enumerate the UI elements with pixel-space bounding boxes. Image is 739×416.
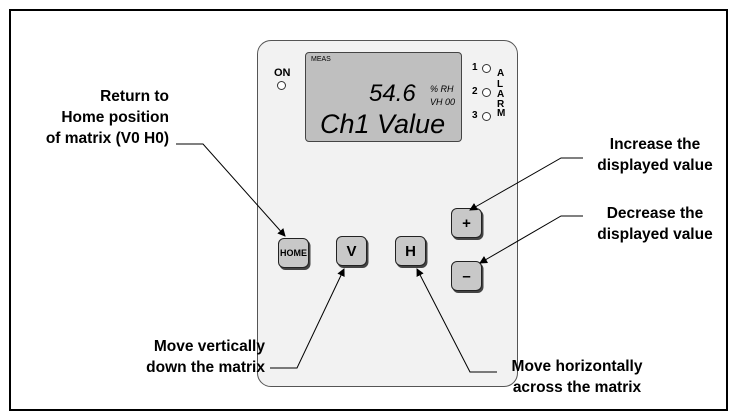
alarm-1-label: 1 [472, 62, 478, 73]
decrease-callout: Decrease the displayed value [585, 203, 725, 245]
callout-line-text: down the matrix [146, 359, 265, 376]
alarm-letter: R [497, 99, 505, 110]
v-button[interactable]: V [336, 236, 367, 266]
increase-callout-line [469, 157, 583, 211]
callout-line-text: of matrix (V0 H0) [45, 130, 169, 147]
lcd-value: 54.6 [369, 80, 416, 107]
decrease-callout-line [479, 215, 583, 264]
callout-line-text: displayed value [597, 226, 713, 243]
alarm-2-label: 2 [472, 86, 478, 97]
alarm-letter: A [497, 68, 505, 79]
on-led-icon [277, 81, 286, 90]
minus-button[interactable]: – [451, 261, 482, 291]
callout-line-text: across the matrix [512, 379, 642, 396]
callout-line-text: Move vertically [153, 338, 265, 355]
h-button[interactable]: H [395, 236, 426, 266]
home-callout: Return to Home position of matrix (V0 H0… [46, 86, 169, 149]
alarm-letter: M [497, 108, 506, 119]
on-label: ON [274, 67, 291, 79]
home-button[interactable]: HOME [278, 238, 309, 268]
horizontal-callout: Move horizontally across the matrix [497, 356, 657, 398]
horizontal-callout-line [416, 268, 497, 373]
vertical-callout: Move vertically down the matrix [146, 336, 265, 378]
lcd-matrix-position: VH 00 [430, 97, 456, 107]
alarm-3-label: 3 [472, 110, 478, 121]
callout-line-text: Increase the [609, 136, 701, 153]
v-button-label: V [346, 242, 357, 260]
plus-button-label: + [462, 214, 471, 232]
callout-line-text: displayed value [597, 157, 713, 174]
h-button-label: H [405, 242, 416, 260]
callout-line-text: Return to [100, 88, 169, 105]
lcd-unit: % RH [430, 84, 454, 94]
home-button-label: HOME [280, 248, 307, 258]
home-callout-line [176, 143, 286, 237]
lcd-meas-label: MEAS [311, 56, 331, 63]
increase-callout: Increase the displayed value [585, 134, 725, 176]
vertical-callout-line [270, 268, 345, 369]
callout-line-text: Decrease the [606, 205, 704, 222]
callout-line-text: Move horizontally [511, 358, 643, 375]
plus-button[interactable]: + [451, 208, 482, 238]
alarm-1-led-icon [482, 64, 491, 73]
alarm-letter: A [497, 89, 505, 100]
callout-line-text: Home position [61, 109, 169, 126]
alarm-letter: L [497, 79, 504, 90]
lcd-display: MEAS 54.6 % RH VH 00 Ch1 Value [305, 52, 462, 142]
alarm-2-led-icon [482, 88, 491, 97]
alarm-3-led-icon [482, 112, 491, 121]
minus-button-label: – [462, 267, 471, 285]
lcd-channel-text: Ch1 Value [320, 109, 446, 139]
